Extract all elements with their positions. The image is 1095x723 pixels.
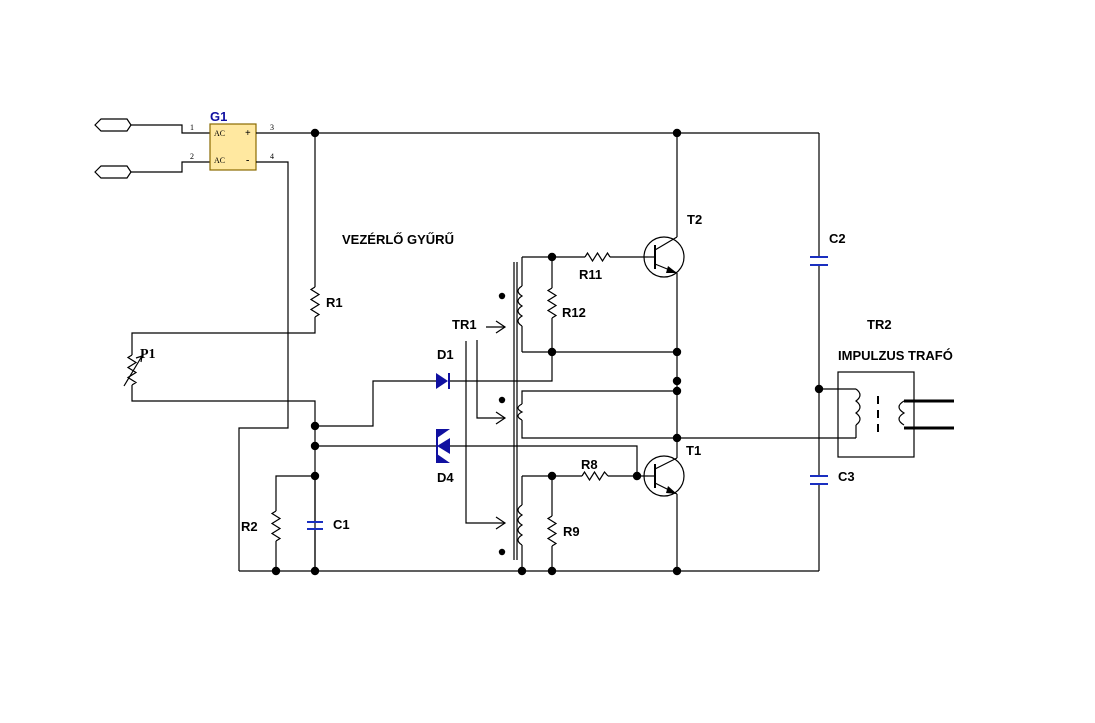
tr1-dot-primary	[498, 396, 506, 404]
c2-label: C2	[829, 231, 846, 246]
r11-label: R11	[579, 267, 602, 282]
tr1-core	[513, 262, 518, 560]
t1-label: T1	[686, 443, 701, 458]
minus-label: -	[246, 155, 249, 166]
tr1-dot-top	[498, 292, 506, 300]
pin1-label: 1	[190, 123, 194, 132]
tr1-arrows	[465, 320, 507, 530]
d1-label: D1	[437, 347, 454, 362]
r9-label: R9	[563, 524, 580, 539]
title-label: VEZÉRLŐ GYŰRŰ	[342, 232, 454, 247]
t1-transistor	[643, 455, 685, 497]
r12-resistor	[546, 287, 558, 319]
ac1-label: AC	[214, 129, 225, 138]
pin4-label: 4	[270, 152, 274, 161]
ac2-label: AC	[214, 156, 225, 165]
r8-label: R8	[581, 457, 598, 472]
c1-label: C1	[333, 517, 350, 532]
tr1-coil-primary	[517, 403, 524, 421]
c3-capacitor	[810, 475, 828, 485]
r8-resistor	[581, 470, 609, 482]
tr1-dot-bottom	[498, 548, 506, 556]
pin2-label: 2	[190, 152, 194, 161]
t2-label: T2	[687, 212, 702, 227]
r2-label: R2	[241, 519, 258, 534]
tr2-transformer	[837, 371, 954, 458]
plus-label: +	[245, 128, 251, 139]
p1-potentiometer	[123, 354, 143, 387]
t2-transistor	[643, 236, 685, 278]
d1-diode	[436, 373, 450, 389]
input-connector-1	[94, 118, 210, 134]
junctions	[271, 128, 824, 576]
r12-label: R12	[562, 305, 586, 320]
r9-resistor	[546, 515, 558, 547]
tr1-coil-bottom	[517, 504, 524, 546]
tr1-coil-top	[517, 285, 524, 327]
input-connector-2	[94, 161, 210, 179]
rectifier-g1: G1 AC AC + - 1 2 3 4	[190, 109, 274, 171]
d4-diode	[436, 429, 450, 463]
r2-resistor	[270, 510, 282, 542]
tr1-label: TR1	[452, 317, 477, 332]
wiring	[131, 132, 838, 572]
p1-label: P1	[140, 347, 156, 362]
r1-label: R1	[326, 295, 343, 310]
c2-capacitor	[810, 256, 828, 266]
rectifier-ref-label: G1	[210, 109, 227, 124]
r11-resistor	[584, 251, 611, 263]
pin3-label: 3	[270, 123, 274, 132]
c3-label: C3	[838, 469, 855, 484]
tr2-label: TR2	[867, 317, 892, 332]
r1-resistor	[309, 286, 321, 318]
d4-label: D4	[437, 470, 454, 485]
tr2-description: IMPULZUS TRAFÓ	[838, 348, 953, 363]
c1-capacitor	[307, 521, 323, 530]
